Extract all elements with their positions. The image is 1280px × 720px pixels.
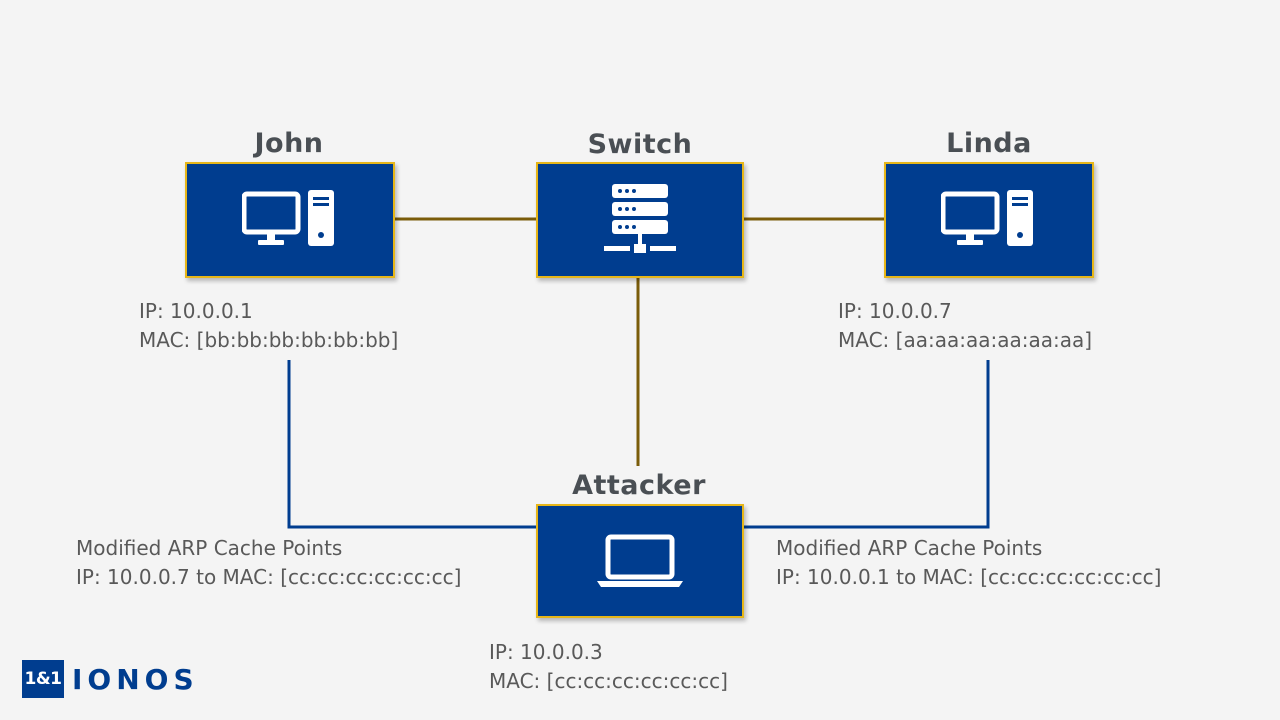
john-ip: IP: 10.0.0.1 (139, 299, 253, 323)
switch-title: Switch (587, 129, 693, 160)
linda-mac: MAC: [aa:aa:aa:aa:aa:aa] (838, 328, 1093, 352)
linda-ip: IP: 10.0.0.7 (838, 299, 952, 323)
john-mac: MAC: [bb:bb:bb:bb:bb:bb] (139, 328, 399, 352)
laptop-icon (597, 534, 683, 587)
server-switch-icon (604, 184, 676, 253)
attacker-node[interactable] (536, 504, 744, 618)
john-node[interactable] (185, 162, 395, 278)
switch-node[interactable] (536, 162, 744, 278)
arp-note-left-mapping: IP: 10.0.0.7 to MAC: [cc:cc:cc:cc:cc:cc] (76, 565, 462, 589)
arp-note-right-title: Modified ARP Cache Points (776, 536, 1043, 560)
linda-node[interactable] (884, 162, 1094, 278)
arp-note-left-title: Modified ARP Cache Points (76, 536, 343, 560)
attacker-ip: IP: 10.0.0.3 (489, 640, 603, 664)
john-title: John (254, 128, 324, 159)
logo-mark: 1&1 (22, 660, 64, 698)
attacker-info: IP: 10.0.0.3 MAC: [cc:cc:cc:cc:cc:cc] (489, 638, 728, 696)
arp-note-left: Modified ARP Cache Points IP: 10.0.0.7 t… (76, 534, 461, 592)
attacker-mac: MAC: [cc:cc:cc:cc:cc:cc] (489, 669, 728, 693)
logo-word: IONOS (72, 662, 199, 696)
spoof-link-john-attacker (287, 360, 537, 529)
attacker-title: Attacker (572, 470, 706, 501)
spoof-link-linda-attacker (743, 360, 990, 529)
desktop-computer-icon (242, 190, 334, 246)
linda-title: Linda (946, 128, 1032, 159)
desktop-computer-icon (941, 190, 1033, 246)
john-info: IP: 10.0.0.1 MAC: [bb:bb:bb:bb:bb:bb] (139, 297, 398, 355)
arp-note-right: Modified ARP Cache Points IP: 10.0.0.1 t… (776, 534, 1161, 592)
arp-note-right-mapping: IP: 10.0.0.1 to MAC: [cc:cc:cc:cc:cc:cc] (776, 565, 1162, 589)
brand-logo: 1&1 IONOS (22, 660, 199, 698)
linda-info: IP: 10.0.0.7 MAC: [aa:aa:aa:aa:aa:aa] (838, 297, 1092, 355)
